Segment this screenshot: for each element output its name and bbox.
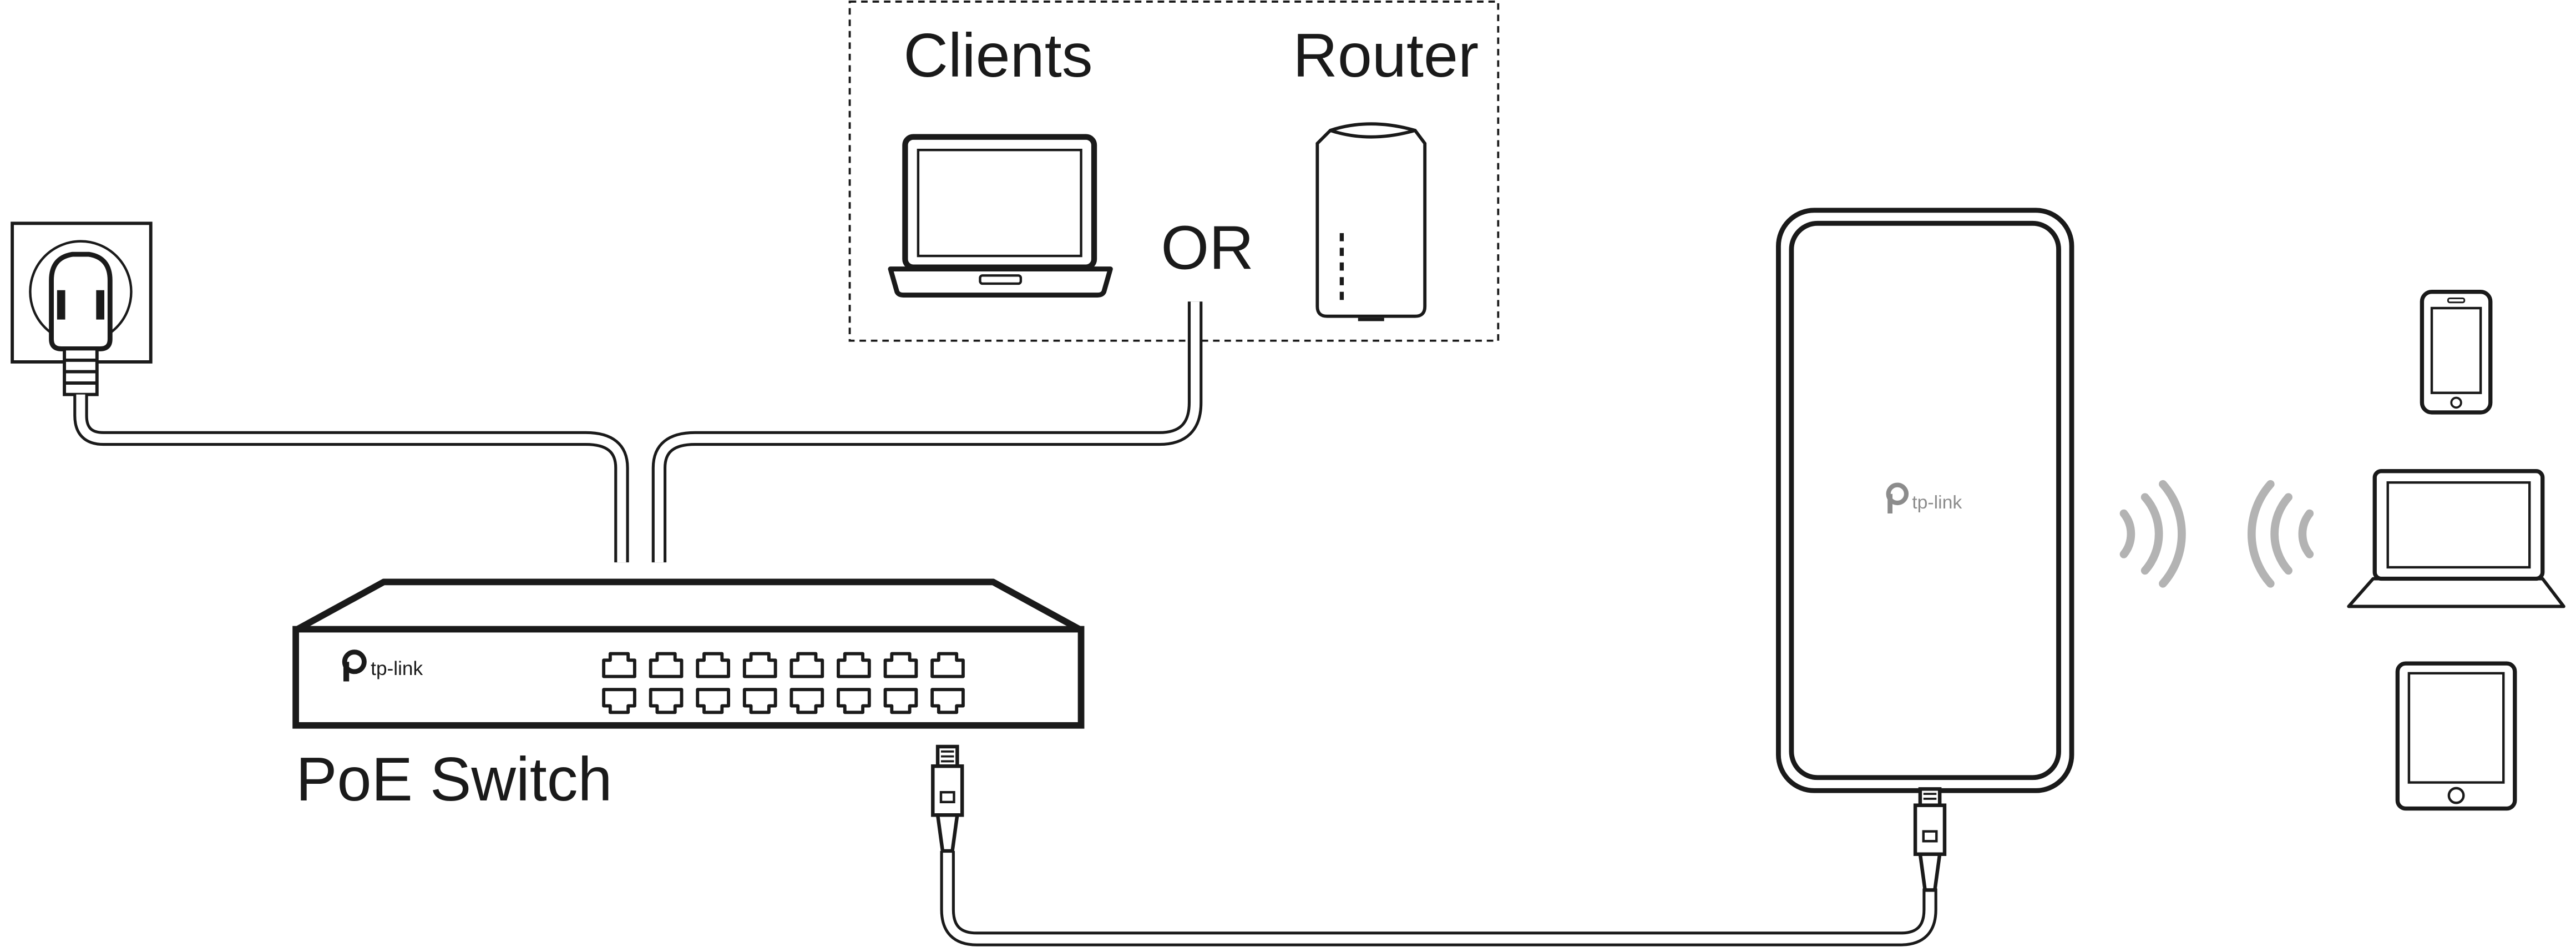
ethernet-connector-icon [1913, 787, 1947, 892]
router-label: Router [1293, 21, 1479, 90]
tablet-icon [2395, 661, 2517, 811]
ethernet-port-icon [649, 652, 684, 678]
ethernet-port-icon [602, 652, 636, 678]
ethernet-port-icon [789, 688, 824, 714]
ethernet-port-icon [742, 652, 777, 678]
uplink-cable [651, 301, 1203, 563]
ethernet-port-icon [696, 688, 730, 714]
switch-ports [602, 652, 965, 714]
ethernet-port-icon [696, 652, 730, 678]
ethernet-port-icon [649, 688, 684, 714]
switch-brand-label: tp-link [371, 658, 423, 679]
ethernet-port-icon [837, 652, 871, 678]
ap-brand-label: tp-link [1912, 492, 1962, 513]
wifi-signal-icon [2119, 480, 2186, 588]
ethernet-connector-icon [931, 744, 964, 853]
clients-label: Clients [903, 21, 1092, 90]
access-point-icon: tp-link [1776, 208, 2074, 793]
ethernet-port-icon [789, 652, 824, 678]
poe-switch-icon: tp-link [292, 578, 1085, 729]
wifi-signal-icon [2248, 480, 2314, 588]
poe-cable [940, 850, 1937, 946]
or-label: OR [1161, 213, 1253, 283]
power-cable [73, 394, 629, 563]
power-plug-icon [49, 251, 113, 396]
ethernet-port-icon [883, 688, 918, 714]
laptop-icon [2347, 469, 2565, 608]
laptop-icon [888, 134, 1113, 298]
ethernet-port-icon [602, 688, 636, 714]
ethernet-port-icon [930, 652, 965, 678]
poe-switch-label: PoE Switch [296, 744, 613, 814]
ethernet-port-icon [742, 688, 777, 714]
uplink-options-group: Clients Router OR [848, 1, 1500, 342]
router-icon [1315, 122, 1427, 321]
ethernet-port-icon [837, 688, 871, 714]
ethernet-port-icon [930, 688, 965, 714]
ethernet-port-icon [883, 652, 918, 678]
tp-link-logo-icon [342, 649, 367, 682]
tp-link-logo-icon [1886, 482, 1909, 514]
smartphone-icon [2420, 289, 2493, 415]
